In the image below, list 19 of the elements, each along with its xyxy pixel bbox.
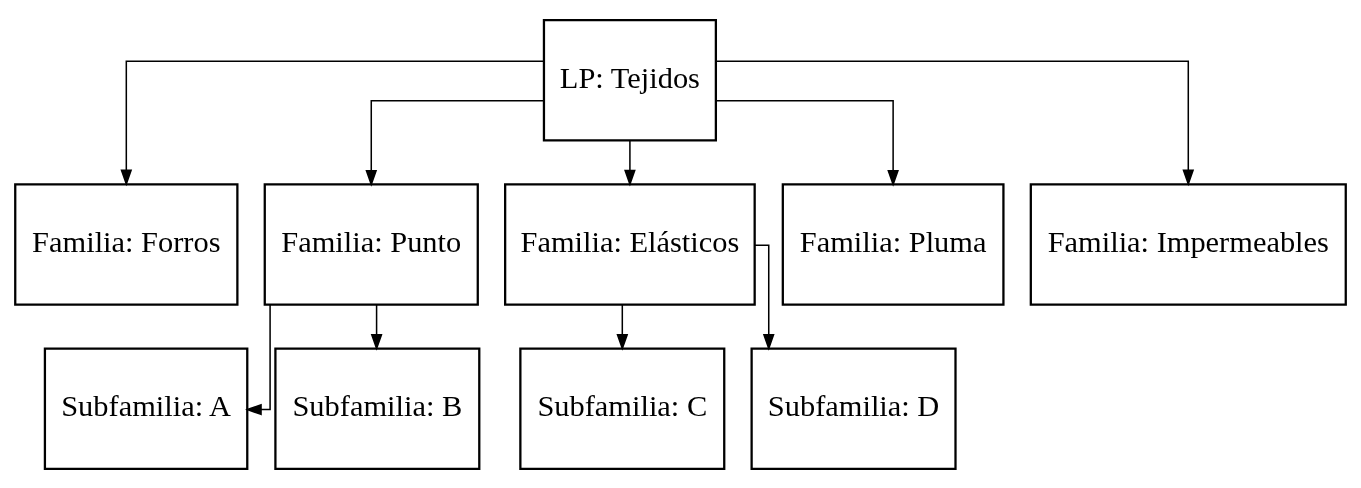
node-box: Familia: Impermeables	[1029, 182, 1347, 306]
node-box: Subfamilia: A	[43, 347, 249, 470]
node-box: Subfamilia: B	[274, 347, 481, 470]
arrow	[715, 99, 899, 187]
arrow	[616, 303, 629, 351]
arrow	[120, 59, 545, 186]
node-box: Familia: Pluma	[781, 182, 1005, 306]
node-box: Subfamilia: D	[750, 347, 957, 470]
node-box: Familia: Forros	[14, 182, 239, 306]
arrow	[245, 303, 271, 415]
node-box: Familia: Elásticos	[504, 182, 756, 306]
node-box: LP: Tejidos	[542, 18, 717, 141]
arrow	[624, 139, 636, 187]
node-box: Familia: Punto	[263, 182, 479, 306]
arrow	[754, 244, 775, 351]
arrow	[370, 303, 383, 351]
node-box: Subfamilia: C	[519, 347, 726, 470]
arrow	[715, 59, 1195, 186]
arrow	[365, 99, 545, 187]
